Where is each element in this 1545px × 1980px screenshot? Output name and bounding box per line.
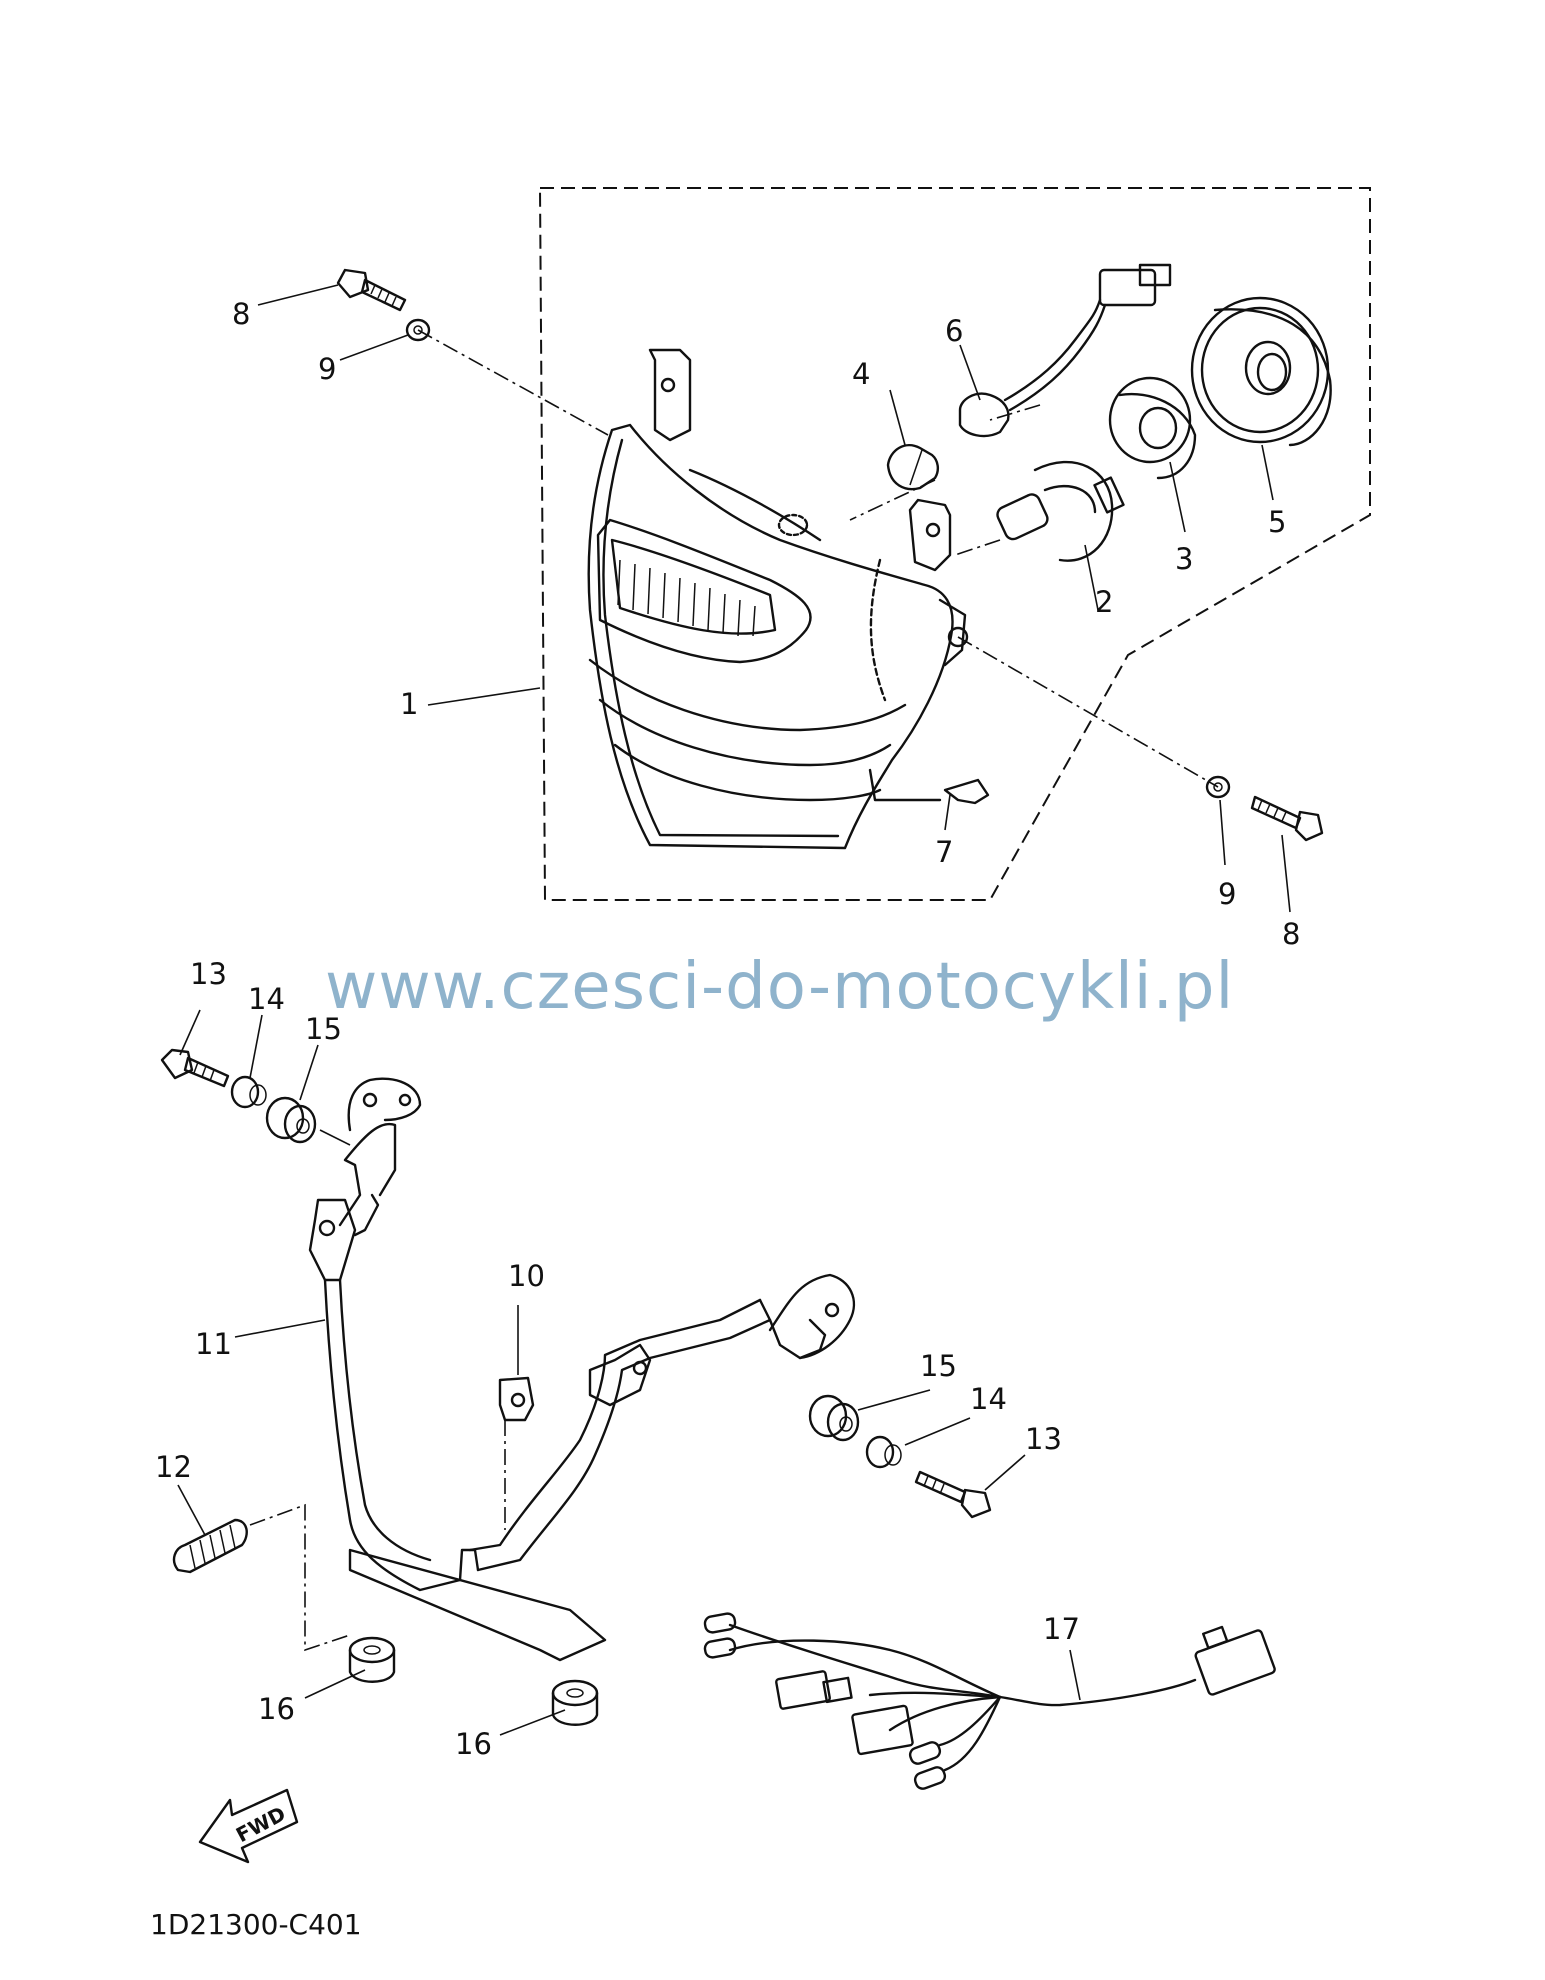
headlight-unit (587, 348, 969, 850)
washer-9-top (405, 318, 431, 342)
spring-12 (172, 1518, 248, 1574)
bolt-13-right (914, 1470, 992, 1519)
label-part-2: 2 (1095, 585, 1114, 619)
label-part-13-right: 13 (1025, 1422, 1062, 1456)
damper-16-left (348, 1636, 396, 1683)
clip-10 (498, 1376, 535, 1422)
label-part-13-left: 13 (190, 957, 227, 991)
diagram-code: 1D21300-C401 (150, 1908, 362, 1941)
assembly-boundary (538, 187, 1371, 901)
label-part-6: 6 (945, 314, 964, 348)
label-part-11: 11 (195, 1327, 232, 1361)
label-part-1: 1 (400, 687, 419, 721)
washer-9-right (1205, 775, 1231, 799)
label-part-8-top: 8 (232, 297, 251, 331)
watermark: www.czesci-do-motocykli.pl (325, 950, 1235, 1024)
label-part-16-right: 16 (455, 1727, 492, 1761)
label-part-17: 17 (1043, 1612, 1080, 1646)
label-part-14-right: 14 (970, 1382, 1007, 1416)
bolt-8-right (1250, 795, 1324, 842)
collar-14-left (230, 1075, 267, 1109)
label-part-12: 12 (155, 1450, 192, 1484)
grommet-15-left (265, 1096, 317, 1144)
label-part-15-left: 15 (305, 1012, 342, 1046)
bulb-4 (886, 443, 940, 491)
damper-16-right (551, 1679, 599, 1726)
label-part-3: 3 (1175, 542, 1194, 576)
collar-14-right (865, 1435, 902, 1469)
bracket-11 (308, 1077, 856, 1662)
seal-3 (1108, 376, 1197, 480)
fwd-arrow (198, 1788, 299, 1864)
label-part-10: 10 (508, 1259, 545, 1293)
label-part-9-right: 9 (1218, 877, 1237, 911)
clip-7 (943, 778, 990, 805)
label-part-4: 4 (852, 357, 871, 391)
label-part-7: 7 (935, 835, 954, 869)
bolt-13-left (160, 1048, 230, 1088)
label-part-16-left: 16 (258, 1692, 295, 1726)
label-part-14-left: 14 (248, 982, 285, 1016)
label-part-9-top: 9 (318, 352, 337, 386)
label-part-8-right: 8 (1282, 917, 1301, 951)
label-part-5: 5 (1268, 505, 1287, 539)
cover-5 (1190, 296, 1332, 447)
bolt-8-top (336, 268, 407, 312)
grommet-15-right (808, 1394, 860, 1442)
socket-6 (958, 263, 1172, 438)
bulb-2 (996, 460, 1125, 562)
wire-harness-17 (703, 1612, 1276, 1790)
label-part-15-right: 15 (920, 1349, 957, 1383)
